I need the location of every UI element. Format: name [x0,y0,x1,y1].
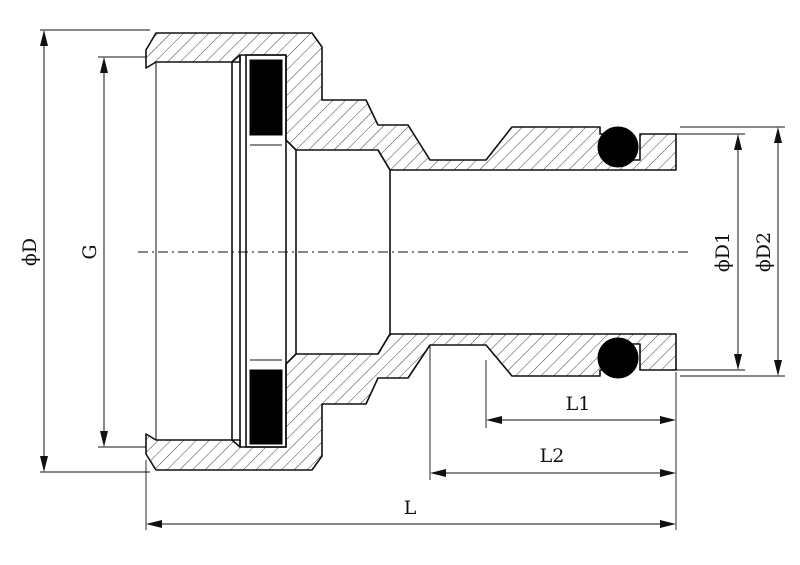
arrow-L-right [660,520,676,528]
label-phiD1: ϕD1 [712,232,734,272]
gasket-seal-lower [249,369,283,445]
upper-body-section [145,32,677,171]
arrow-G-bottom [100,431,108,447]
label-L2: L2 [540,445,565,467]
arrow-L2-left [430,469,446,477]
lower-body-section [145,333,677,471]
o-ring-upper [597,126,639,168]
label-phiD: ϕD [19,238,41,266]
label-G: G [79,244,101,259]
label-L1: L1 [566,393,591,415]
gasket-seal-upper [249,59,283,136]
arrow-L2-right [660,469,676,477]
arrow-D1-bottom [734,354,742,370]
label-phiD2: ϕD2 [753,232,775,272]
socket-bore [231,54,241,448]
arrow-D2-top [774,127,782,143]
label-L: L [404,497,417,519]
arrow-D2-bottom [774,360,782,376]
o-ring-lower [597,337,639,379]
arrow-L1-right [660,416,676,424]
arrow-D1-top [734,134,742,150]
arrow-L1-left [486,416,502,424]
arrow-G-top [100,57,108,73]
internal-bore [295,149,391,355]
arrow-phiD-top [40,30,48,46]
arrow-L-left [146,520,162,528]
arrow-phiD-bottom [40,456,48,472]
gasket-washer [245,54,287,448]
